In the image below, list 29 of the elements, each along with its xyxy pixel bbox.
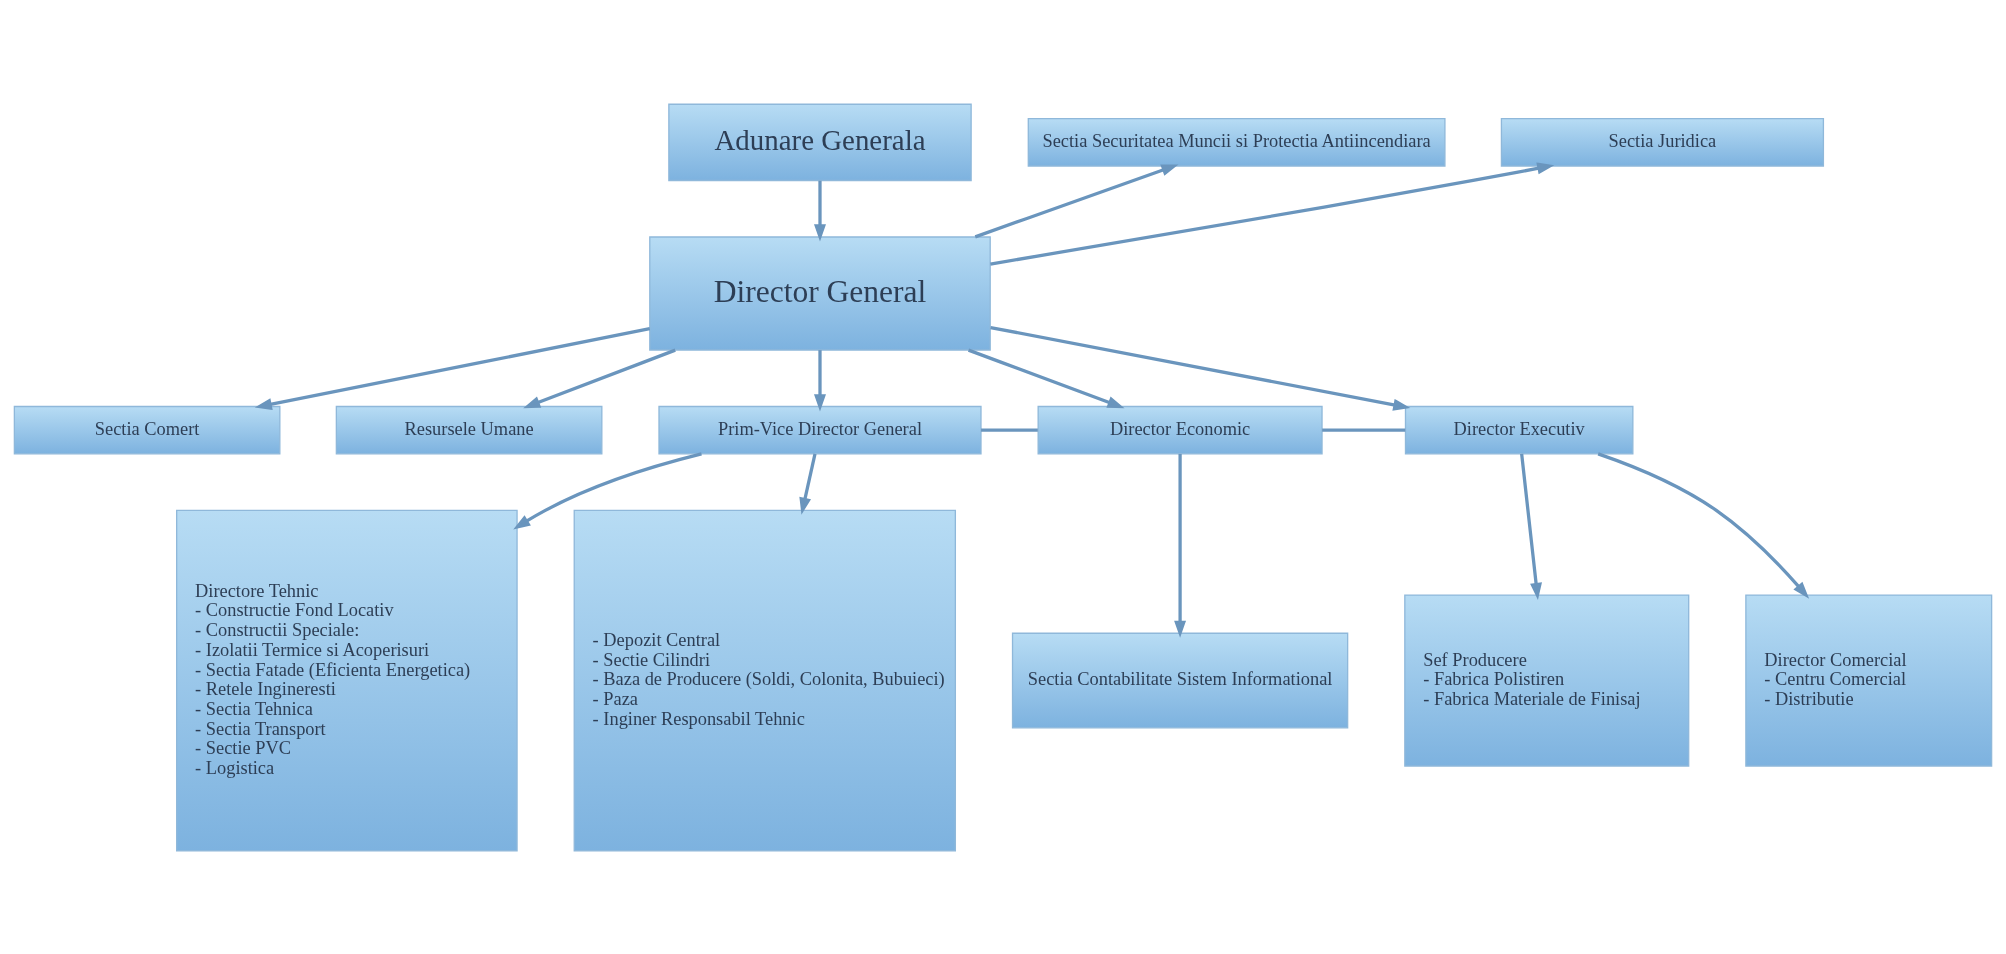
node-box: Sectia Juridica bbox=[1500, 117, 1825, 167]
node-box: Prim-Vice Director General bbox=[658, 405, 982, 454]
arrow bbox=[974, 163, 1179, 238]
node-box: Resursele Umane bbox=[335, 405, 603, 454]
node-box: Adunare Generala bbox=[668, 103, 972, 181]
connector bbox=[981, 428, 1038, 432]
node-box: Director Comercial - Centru Comercial - Distributie bbox=[1745, 593, 1993, 767]
node-box: Sectia Comert bbox=[13, 405, 281, 454]
arrow bbox=[254, 326, 651, 410]
node-box: Sectia Contabilitate Sistem Informational bbox=[1011, 632, 1349, 728]
arrow bbox=[1174, 453, 1187, 638]
arrow bbox=[513, 451, 702, 529]
arrow bbox=[967, 348, 1125, 408]
node-box: Sef Producere - Fabrica Polistiren - Fabrica Materiale de Finisaj bbox=[1404, 593, 1690, 767]
node-box: Directore Tehnic - Constructie Fond Locativ - Constructii Speciale: - Izolatii Termice si Acoperisuri - Sectia Fatade (Eficienta Energetica) - Retele Ingineresti - Sectia Tehnica - Sectia Transport - Sectie PVC - Logistica bbox=[176, 509, 518, 851]
node-box: Director Economic bbox=[1037, 405, 1323, 454]
node-box: Director Executiv bbox=[1404, 405, 1634, 454]
arrow bbox=[814, 180, 826, 241]
arrow bbox=[990, 325, 1411, 411]
node-box: Sectia Securitatea Muncii si Protectia Antiincendiara bbox=[1027, 117, 1446, 167]
arrow bbox=[799, 453, 817, 515]
node-box: - Depozit Central - Sectie Cilindri - Baza de Producere (Soldi, Colonita, Bubuieci) - Paza - Inginer Responsabil Tehnic bbox=[573, 509, 956, 851]
node-box: Director General bbox=[649, 235, 991, 351]
arrow bbox=[990, 162, 1555, 266]
arrow bbox=[523, 348, 676, 408]
arrow bbox=[1597, 451, 1810, 599]
connector bbox=[1322, 428, 1406, 432]
arrow bbox=[1520, 453, 1542, 600]
arrow bbox=[814, 349, 826, 411]
